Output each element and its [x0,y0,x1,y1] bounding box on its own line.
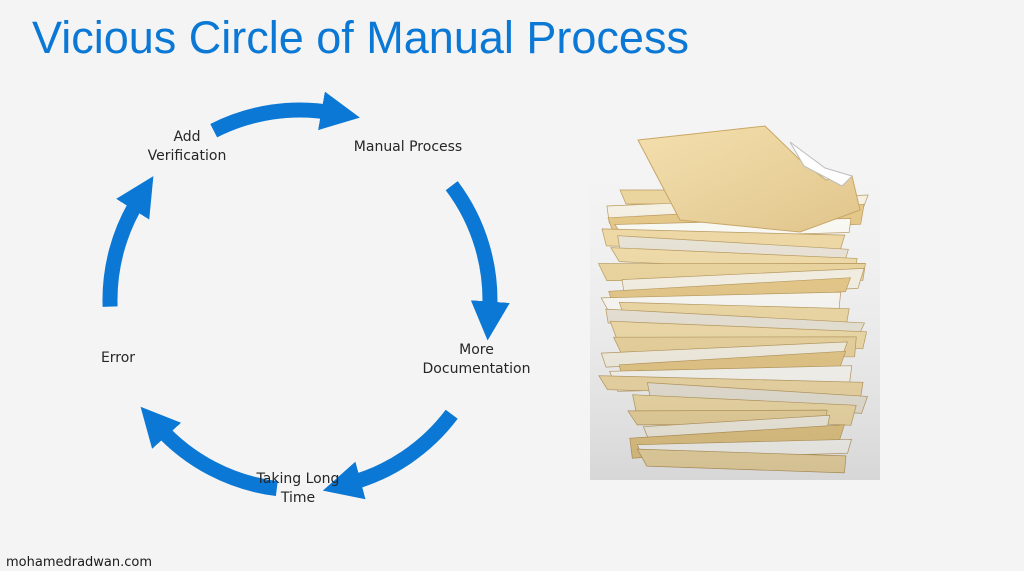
arrow-taking-long-time-to-error [140,406,278,497]
paper-stack-image [590,120,880,480]
cycle-step-taking-long-time: Taking Long Time [256,471,340,506]
footer-website: mohamedradwan.com [6,555,153,570]
arrow-manual-process-to-more-documentation [445,181,510,341]
arrow-add-verification-to-manual-process [210,91,360,138]
arrow-error-to-add-verification [102,176,154,307]
slide-title: Vicious Circle of Manual Process [32,12,689,63]
cycle-step-error: Error [100,350,136,366]
cycle-step-add-verification: Add Verification [147,129,227,164]
cycle-step-manual-process: Manual Process [353,139,463,155]
arrow-more-documentation-to-taking-long-time [322,409,458,500]
cycle-step-more-documentation: More Documentation [422,342,531,377]
